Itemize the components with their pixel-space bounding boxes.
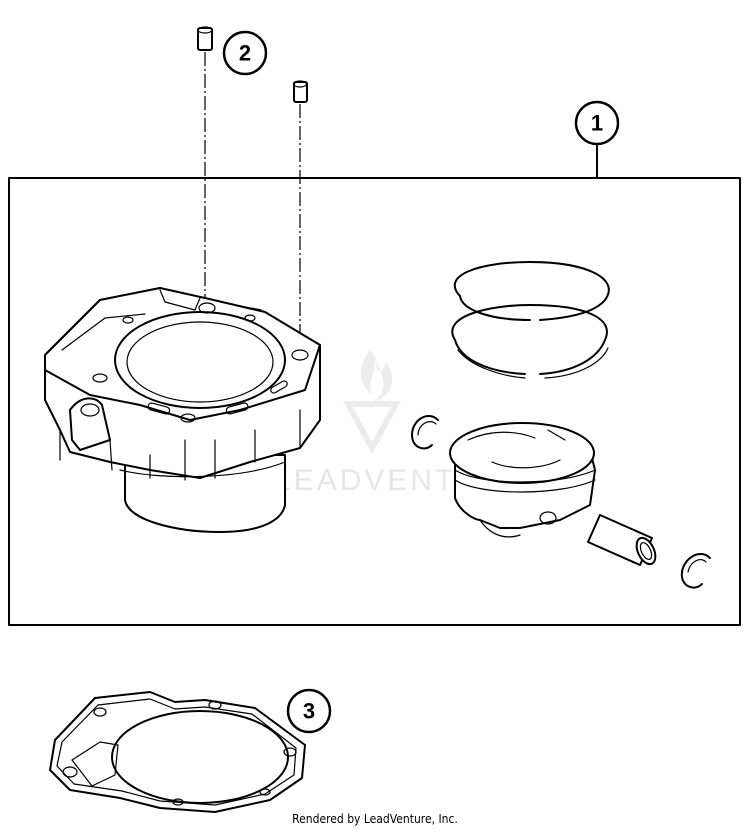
callout-1-label: 1 [591, 111, 603, 136]
piston [449, 422, 596, 538]
callout-2-label: 2 [239, 41, 251, 66]
cylinder-base-gasket [49, 691, 306, 813]
callout-1[interactable]: 1 [574, 100, 620, 146]
callout-3-label: 3 [303, 699, 315, 724]
cylinder-block [44, 287, 321, 533]
dowel-pin-right [292, 80, 308, 103]
dowel-pin-left [197, 26, 213, 51]
circlip-right [680, 553, 711, 589]
callout-3[interactable]: 3 [286, 688, 332, 734]
piston-pin [587, 514, 657, 566]
assembly-frame [8, 177, 741, 626]
watermark-logo-icon [342, 350, 402, 455]
circlip-left [411, 415, 439, 450]
piston-ring-lower [451, 304, 609, 379]
footer-credit: Rendered by LeadVenture, Inc. [292, 812, 458, 826]
callout-2[interactable]: 2 [222, 30, 268, 76]
